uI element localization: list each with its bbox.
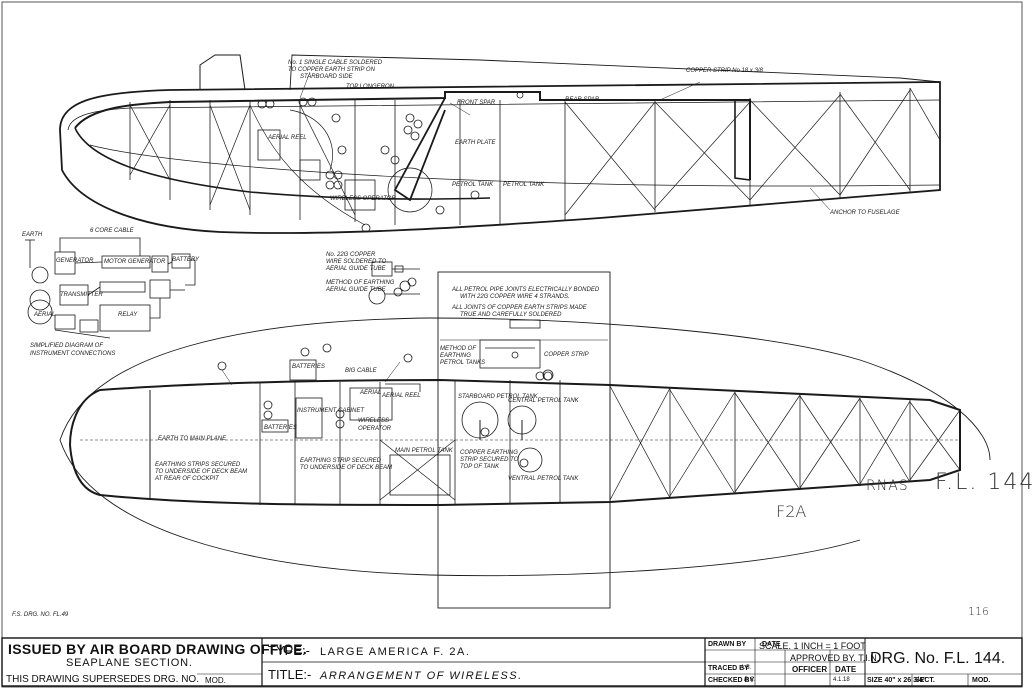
- scale-value: SCALE. 1 INCH = 1 FOOT: [759, 641, 866, 651]
- circuit-battery-label: BATTERY: [172, 257, 200, 263]
- circuit-motor-generator-label: MOTOR GENERATOR: [104, 259, 166, 265]
- rnas-handwriting: RNAS: [866, 478, 909, 494]
- mod2-label: MOD.: [972, 677, 991, 684]
- copper-earthing-2: STRIP SECURED TO: [460, 457, 519, 463]
- sheet-number-handwriting: 116: [968, 605, 989, 618]
- earthing-note-3: AT REAR OF COCKPIT: [155, 476, 219, 482]
- operator-label: OPERATOR: [358, 426, 392, 432]
- type-label: TYPE:-: [268, 643, 310, 658]
- date-value: 4.1.18: [833, 677, 850, 683]
- cable-note-line-1: No. 1 SINGLE CABLE SOLDERED: [288, 60, 383, 66]
- side-elevation-view: [59, 54, 941, 234]
- front-spar-label: FRONT SPAR: [457, 100, 496, 106]
- ventral-tank-label: VENTRAL PETROL TANK: [508, 476, 579, 482]
- mod-label: MOD.: [205, 676, 226, 685]
- central-tank-label: CENTRAL PETROL TANK: [508, 398, 579, 404]
- panel-note-2: WITH 22G COPPER WIRE 4 STRANDS.: [460, 294, 570, 300]
- circuit-transmitter-label: TRANSMITTER: [60, 292, 103, 298]
- title-label: TITLE:-: [268, 667, 312, 682]
- drawing-number: DRG. No. F.L. 144.: [870, 650, 1006, 667]
- copper-strip-label: COPPER STRIP No 18 x 3/8: [686, 68, 763, 74]
- type-value: LARGE AMERICA F. 2A.: [320, 646, 471, 658]
- drawing-reference-note: F.S. DRG. NO. FL.49: [12, 612, 69, 618]
- officer-label: OFFICER: [792, 665, 828, 674]
- earthing-note-4: EARTHING STRIP SECURED: [300, 458, 382, 464]
- method-tank-2: EARTHING: [440, 353, 471, 359]
- sect-label: SECT.: [915, 677, 935, 684]
- f2a-handwriting: F2A: [776, 502, 807, 521]
- sheet-size: SIZE 40" x 26 3/4": [867, 677, 927, 684]
- checked-by-label: CHECKED BY: [708, 677, 755, 684]
- cable-note-line-2: TO COPPER EARTH STRIP ON: [288, 67, 375, 73]
- checked-initials: B.C.: [744, 677, 756, 683]
- earthing-note-2: TO UNDERSIDE OF DECK BEAM: [155, 469, 248, 475]
- circuit-relay-label: RELAY: [118, 312, 138, 318]
- drawn-by-label: DRAWN BY: [708, 641, 747, 648]
- top-longeron-label: TOP LONGERON: [346, 84, 395, 90]
- detail-cable-3: AERIAL GUIDE TUBE: [326, 266, 386, 272]
- traced-initials: A.B.: [740, 665, 752, 671]
- batteries-label-1: BATTERIES: [292, 364, 325, 370]
- section-title: SEAPLANE SECTION.: [66, 657, 193, 669]
- instrument-cabinet-label: INSTRUMENT CABINET: [297, 408, 365, 414]
- circuit-diagram: [25, 237, 196, 339]
- plan-view: [59, 317, 991, 577]
- panel-note-4: TRUE AND CAREFULLY SOLDERED: [460, 312, 562, 318]
- title-block-frame: [1, 637, 1023, 687]
- copper-earthing-1: COPPER EARTHING: [460, 450, 518, 456]
- supersedes-label: THIS DRAWING SUPERSEDES DRG. NO.: [6, 674, 199, 685]
- copper-strip-2: COPPER STRIP: [544, 352, 589, 358]
- detail-method-2: AERIAL GUIDE TUBE: [326, 287, 386, 293]
- date2-label: DATE: [835, 665, 857, 674]
- circuit-generator-label: GENERATOR: [56, 258, 94, 264]
- wireless-operator-label: WIRELESS OPERATOR: [330, 196, 396, 202]
- fl-handwriting: F.L. 144: [935, 470, 1035, 495]
- aerial-label: AERIAL: [360, 390, 382, 396]
- wireless-label: WIRELESS: [358, 418, 390, 424]
- date-label: DATE: [762, 641, 781, 648]
- method-tank-3: PETROL TANKS: [440, 360, 486, 366]
- petrol-tank-label-1: PETROL TANK: [452, 182, 494, 188]
- panel-note-3: ALL JOINTS OF COPPER EARTH STRIPS MADE: [452, 305, 587, 311]
- circuit-title-2: INSTRUMENT CONNECTIONS: [30, 351, 116, 357]
- circuit-title-1: SIMPLIFIED DIAGRAM OF: [30, 343, 104, 349]
- rear-spar-label: REAR SPAR: [565, 97, 600, 103]
- aerial-reel-plan-label: AERIAL REEL: [382, 393, 421, 399]
- copper-earthing-3: TOP OF TANK: [460, 464, 500, 470]
- approved-value: APPROVED BY. T.I.N.: [790, 653, 880, 663]
- circuit-earth-label: EARTH: [22, 232, 43, 238]
- issuer-title: ISSUED BY AIR BOARD DRAWING OFFICE.: [8, 641, 308, 657]
- traced-by-label: TRACED BY: [708, 665, 749, 672]
- circuit-cable-label: 6 CORE CABLE: [90, 228, 134, 234]
- detail-cable-2: WIRE SOLDERED TO: [326, 259, 387, 265]
- rear-anchor-label: ANCHOR TO FUSELAGE: [830, 210, 900, 216]
- big-cable-label: BIG CABLE: [345, 368, 377, 374]
- method-tank-1: METHOD OF: [440, 346, 476, 352]
- earth-main-plane-label: EARTH TO MAIN PLANE: [158, 436, 227, 442]
- panel-note-1: ALL PETROL PIPE JOINTS ELECTRICALLY BOND…: [452, 287, 600, 293]
- detail-cable-1: No. 22G COPPER: [326, 252, 376, 258]
- petrol-tank-label-2: PETROL TANK: [503, 182, 545, 188]
- starboard-tank-label: STARBOARD PETROL TANK: [458, 394, 538, 400]
- detail-method-1: METHOD OF EARTHING: [326, 280, 395, 286]
- earth-plate-label: EARTH PLATE: [455, 140, 496, 146]
- circuit-aerial-label: AERIAL: [34, 312, 56, 318]
- earthing-note-5: TO UNDERSIDE OF DECK BEAM: [300, 465, 393, 471]
- batteries-label-2: BATTERIES: [264, 425, 297, 431]
- earthing-note-1: EARTHING STRIPS SECURED: [155, 462, 241, 468]
- aerial-reel-label: AERIAL REEL: [268, 135, 307, 141]
- title-value: ARRANGEMENT OF WIRELESS.: [320, 670, 523, 682]
- cable-note-line-3: STARBOARD SIDE: [300, 74, 353, 80]
- main-petrol-label: MAIN PETROL TANK: [395, 448, 453, 454]
